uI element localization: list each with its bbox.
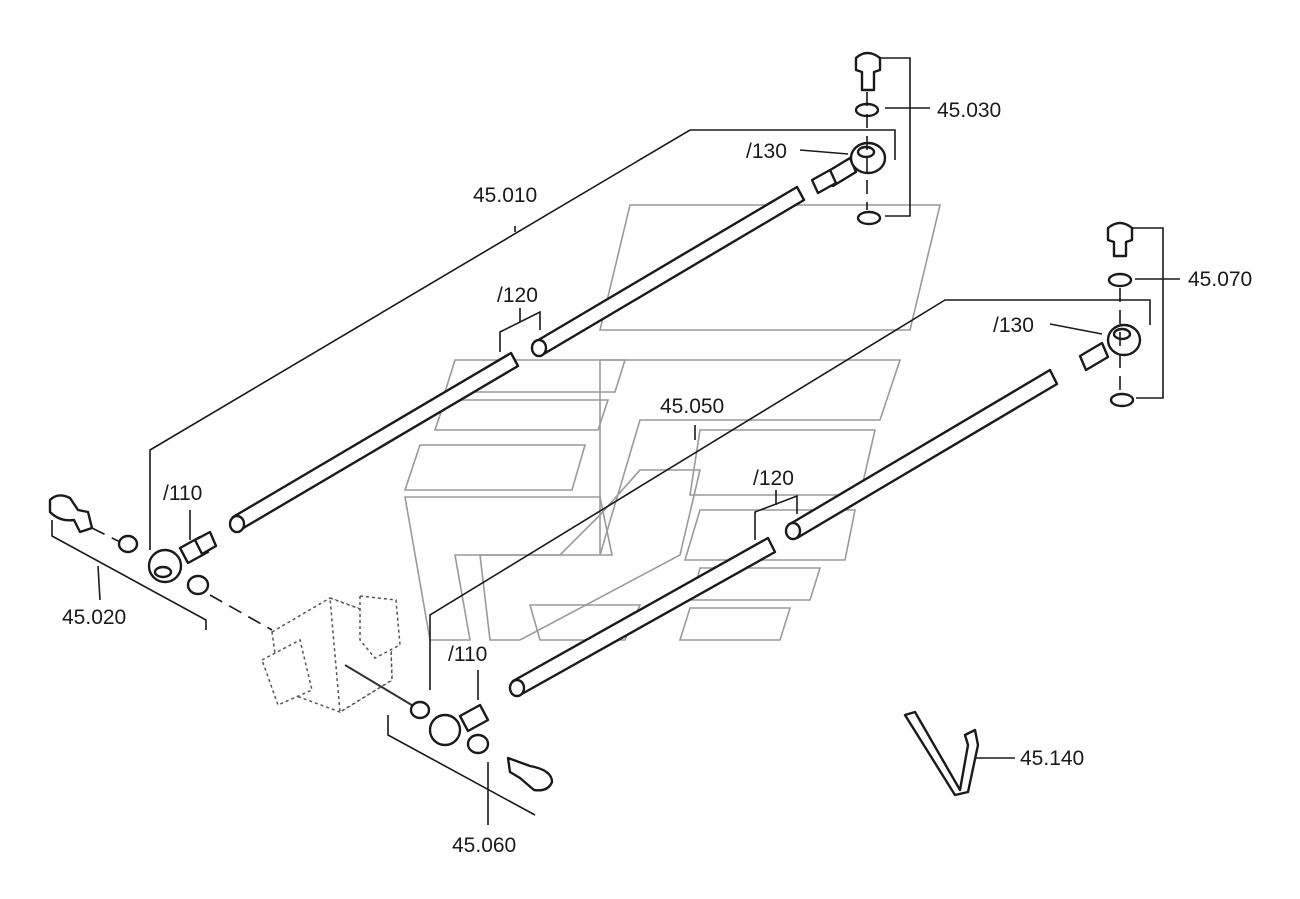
label-45-020: 45.020 <box>62 606 126 629</box>
bolt-set-45-030 <box>854 51 911 226</box>
pipe-assembly-45-050 <box>428 299 1151 747</box>
label-110-b: /110 <box>448 643 487 666</box>
leader-lines <box>97 107 1180 700</box>
bolt-set-45-020 <box>48 494 273 631</box>
label-130-a: /130 <box>746 140 787 163</box>
watermark-logo <box>403 204 942 641</box>
pipe-assembly-45-010 <box>147 129 896 584</box>
label-110-a: /110 <box>163 482 202 505</box>
label-45-060: 45.060 <box>452 834 516 857</box>
hydraulic-pump <box>261 595 421 714</box>
label-120-b: /120 <box>753 467 794 490</box>
label-45-140: 45.140 <box>1020 747 1084 770</box>
bolt-set-45-060 <box>387 700 554 825</box>
label-45-030: 45.030 <box>937 99 1001 122</box>
label-130-b: /130 <box>993 314 1034 337</box>
bolt-set-45-070 <box>1106 221 1164 408</box>
hose-clip-45-140 <box>903 710 1015 797</box>
label-45-010: 45.010 <box>473 184 537 207</box>
label-120-a: /120 <box>497 284 538 307</box>
label-45-050: 45.050 <box>660 395 724 418</box>
label-45-070: 45.070 <box>1188 268 1252 291</box>
